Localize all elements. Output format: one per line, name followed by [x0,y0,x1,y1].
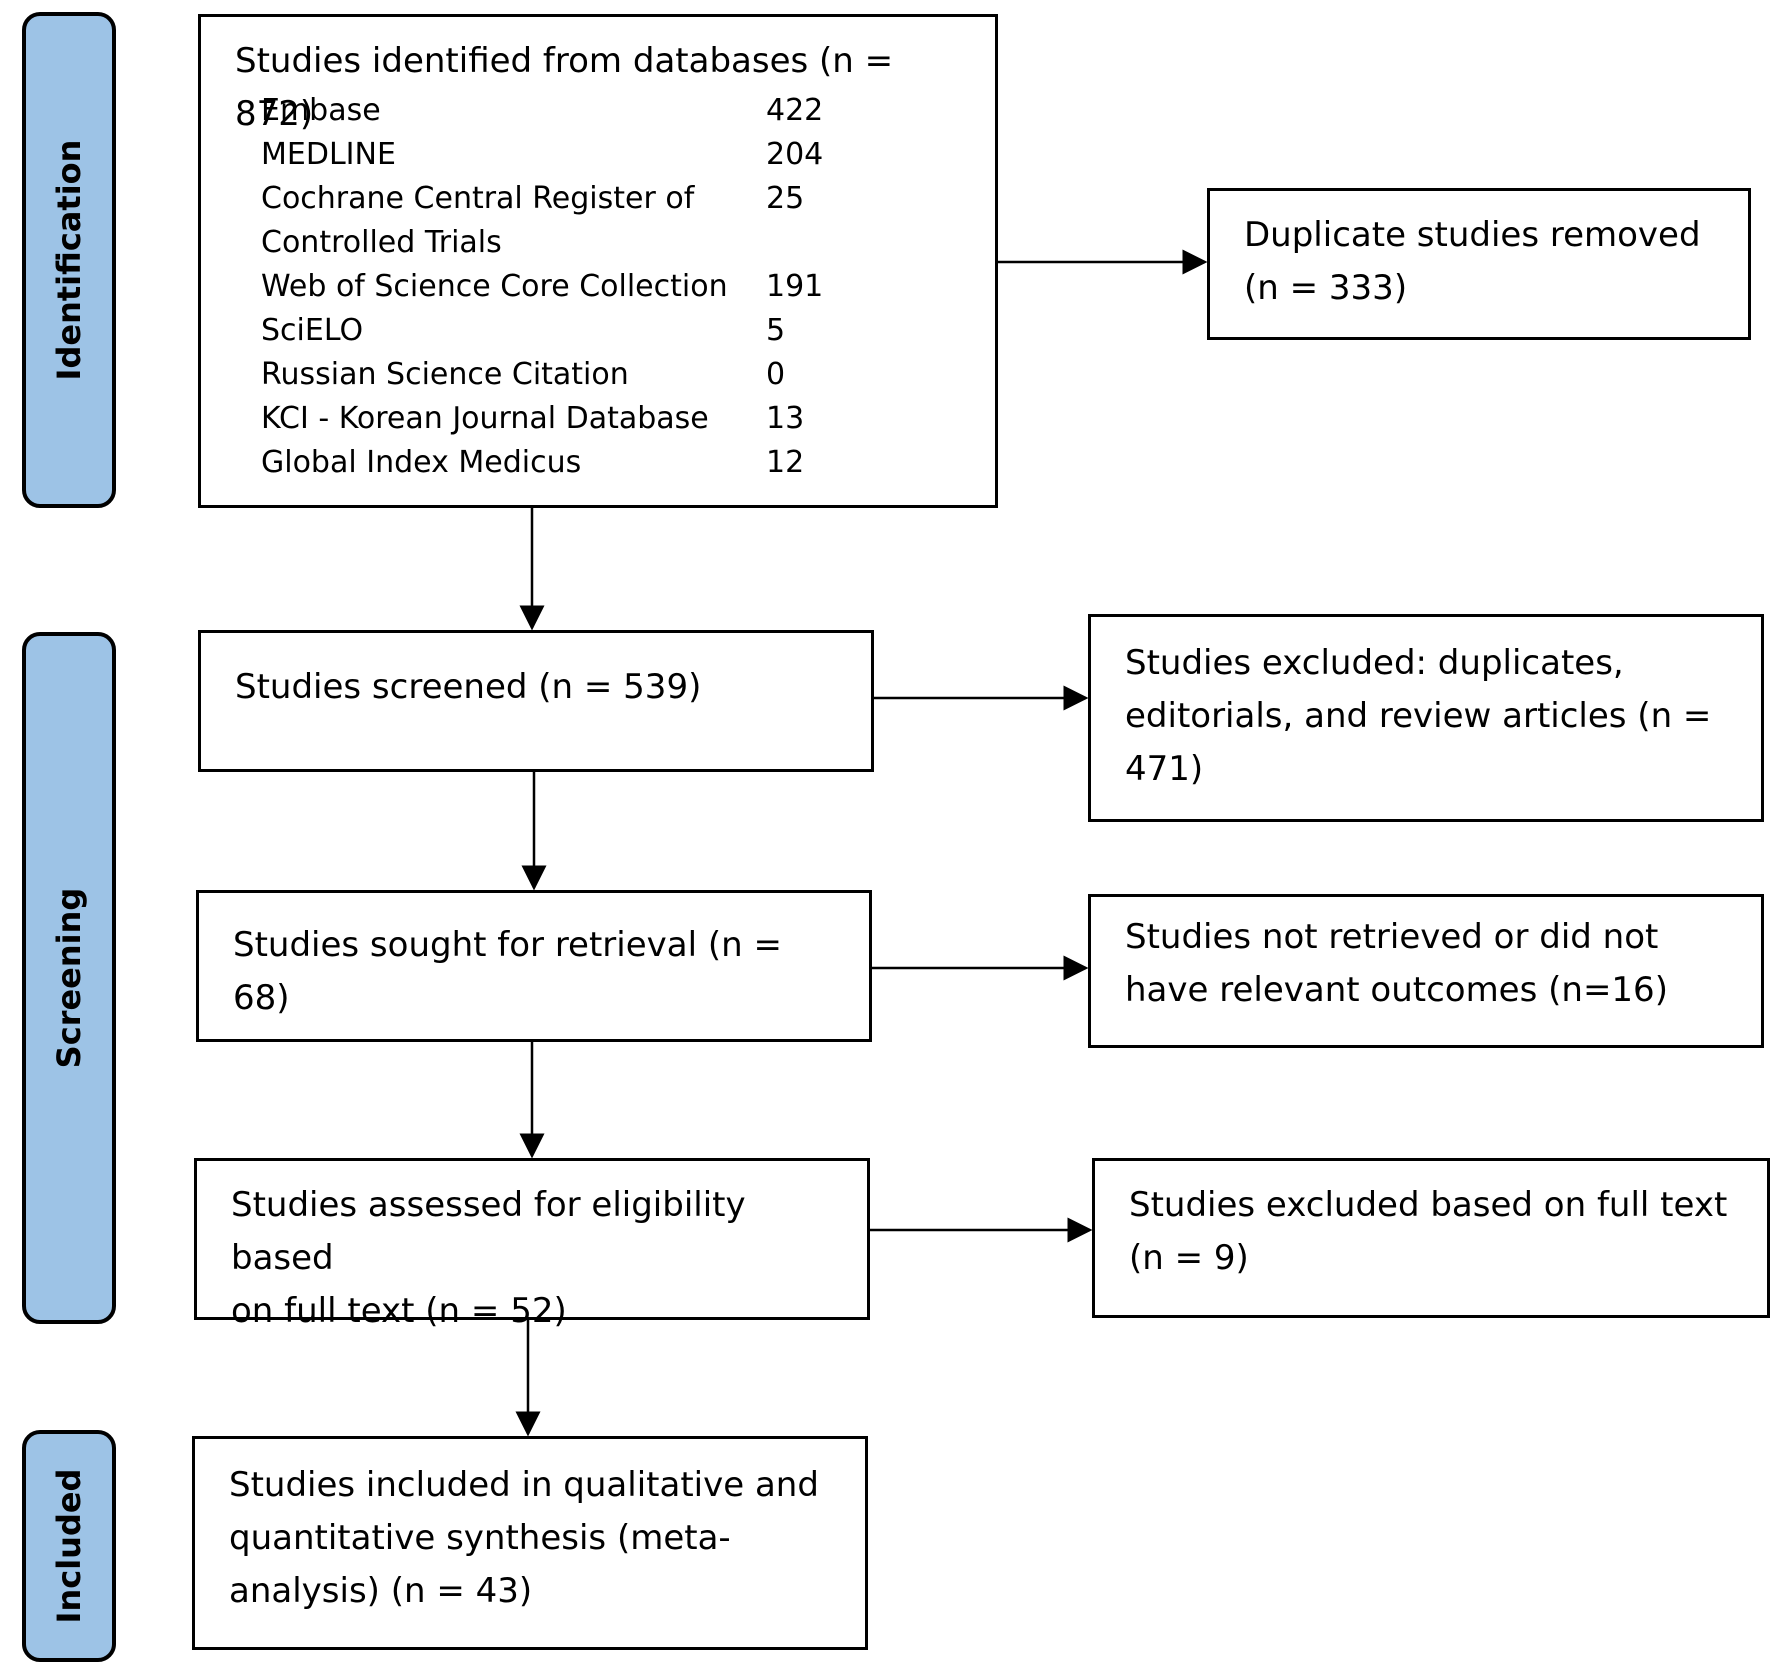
database-row: SciELO 5 [261,309,975,353]
database-count: 204 [766,137,824,172]
screened-text: Studies screened (n = 539) [235,667,702,707]
excluded-screening-text: Studies excluded: duplicates, editorials… [1125,643,1712,789]
duplicates-removed-box: Duplicate studies removed (n = 333) [1207,188,1751,340]
database-count: 422 [766,93,824,128]
identified-box: Studies identified from databases (n = 8… [198,14,998,508]
assessed-eligibility-box: Studies assessed for eligibility based o… [194,1158,870,1331]
database-name: Embase [261,93,381,128]
database-name: Web of Science Core Collection [261,269,728,304]
database-count: 12 [766,445,805,480]
database-name: SciELO [261,313,364,348]
not-retrieved-box: Studies not retrieved or did not have re… [1088,894,1764,1048]
excluded-screening-box: Studies excluded: duplicates, editorials… [1088,614,1764,822]
sought-retrieval-text: Studies sought for retrieval (n = 68) [233,925,782,1018]
database-count: 0 [766,357,786,392]
phase-included: Included [22,1430,116,1662]
assessed-eligibility-text: Studies assessed for eligibility based o… [231,1185,746,1331]
phase-identification: Identification [22,12,116,508]
identified-title: Studies identified from databases (n = 8… [235,41,894,134]
database-row: MEDLINE 204 [261,133,975,177]
excluded-fulltext-text: Studies excluded based on full text (n =… [1129,1185,1728,1278]
database-name: KCI - Korean Journal Database [261,401,709,436]
database-count: 25 [766,181,805,216]
not-retrieved-text: Studies not retrieved or did not have re… [1125,917,1668,1010]
database-name: Controlled Trials [261,225,502,260]
database-count: 191 [766,269,824,304]
database-name: MEDLINE [261,137,396,172]
included-synthesis-text: Studies included in qualitative and quan… [229,1465,819,1611]
screened-box: Studies screened (n = 539) [198,630,874,772]
database-name: Cochrane Central Register of [261,181,695,216]
database-row: Russian Science Citation 0 [261,353,975,397]
database-row: Global Index Medicus 12 [261,441,975,485]
database-name: Global Index Medicus [261,445,582,480]
database-name: Russian Science Citation [261,357,629,392]
database-count: 13 [766,401,805,436]
database-count: 5 [766,313,786,348]
database-row: Web of Science Core Collection 191 [261,265,975,309]
excluded-fulltext-box: Studies excluded based on full text (n =… [1092,1158,1770,1318]
database-row: Controlled Trials [261,221,975,265]
sought-retrieval-box: Studies sought for retrieval (n = 68) [196,890,872,1042]
database-row: Cochrane Central Register of 25 [261,177,975,221]
database-row: Embase 422 [261,89,975,133]
phase-screening: Screening [22,632,116,1324]
duplicates-removed-text: Duplicate studies removed (n = 333) [1244,215,1701,308]
database-row: KCI - Korean Journal Database 13 [261,397,975,441]
included-synthesis-box: Studies included in qualitative and quan… [192,1436,868,1650]
